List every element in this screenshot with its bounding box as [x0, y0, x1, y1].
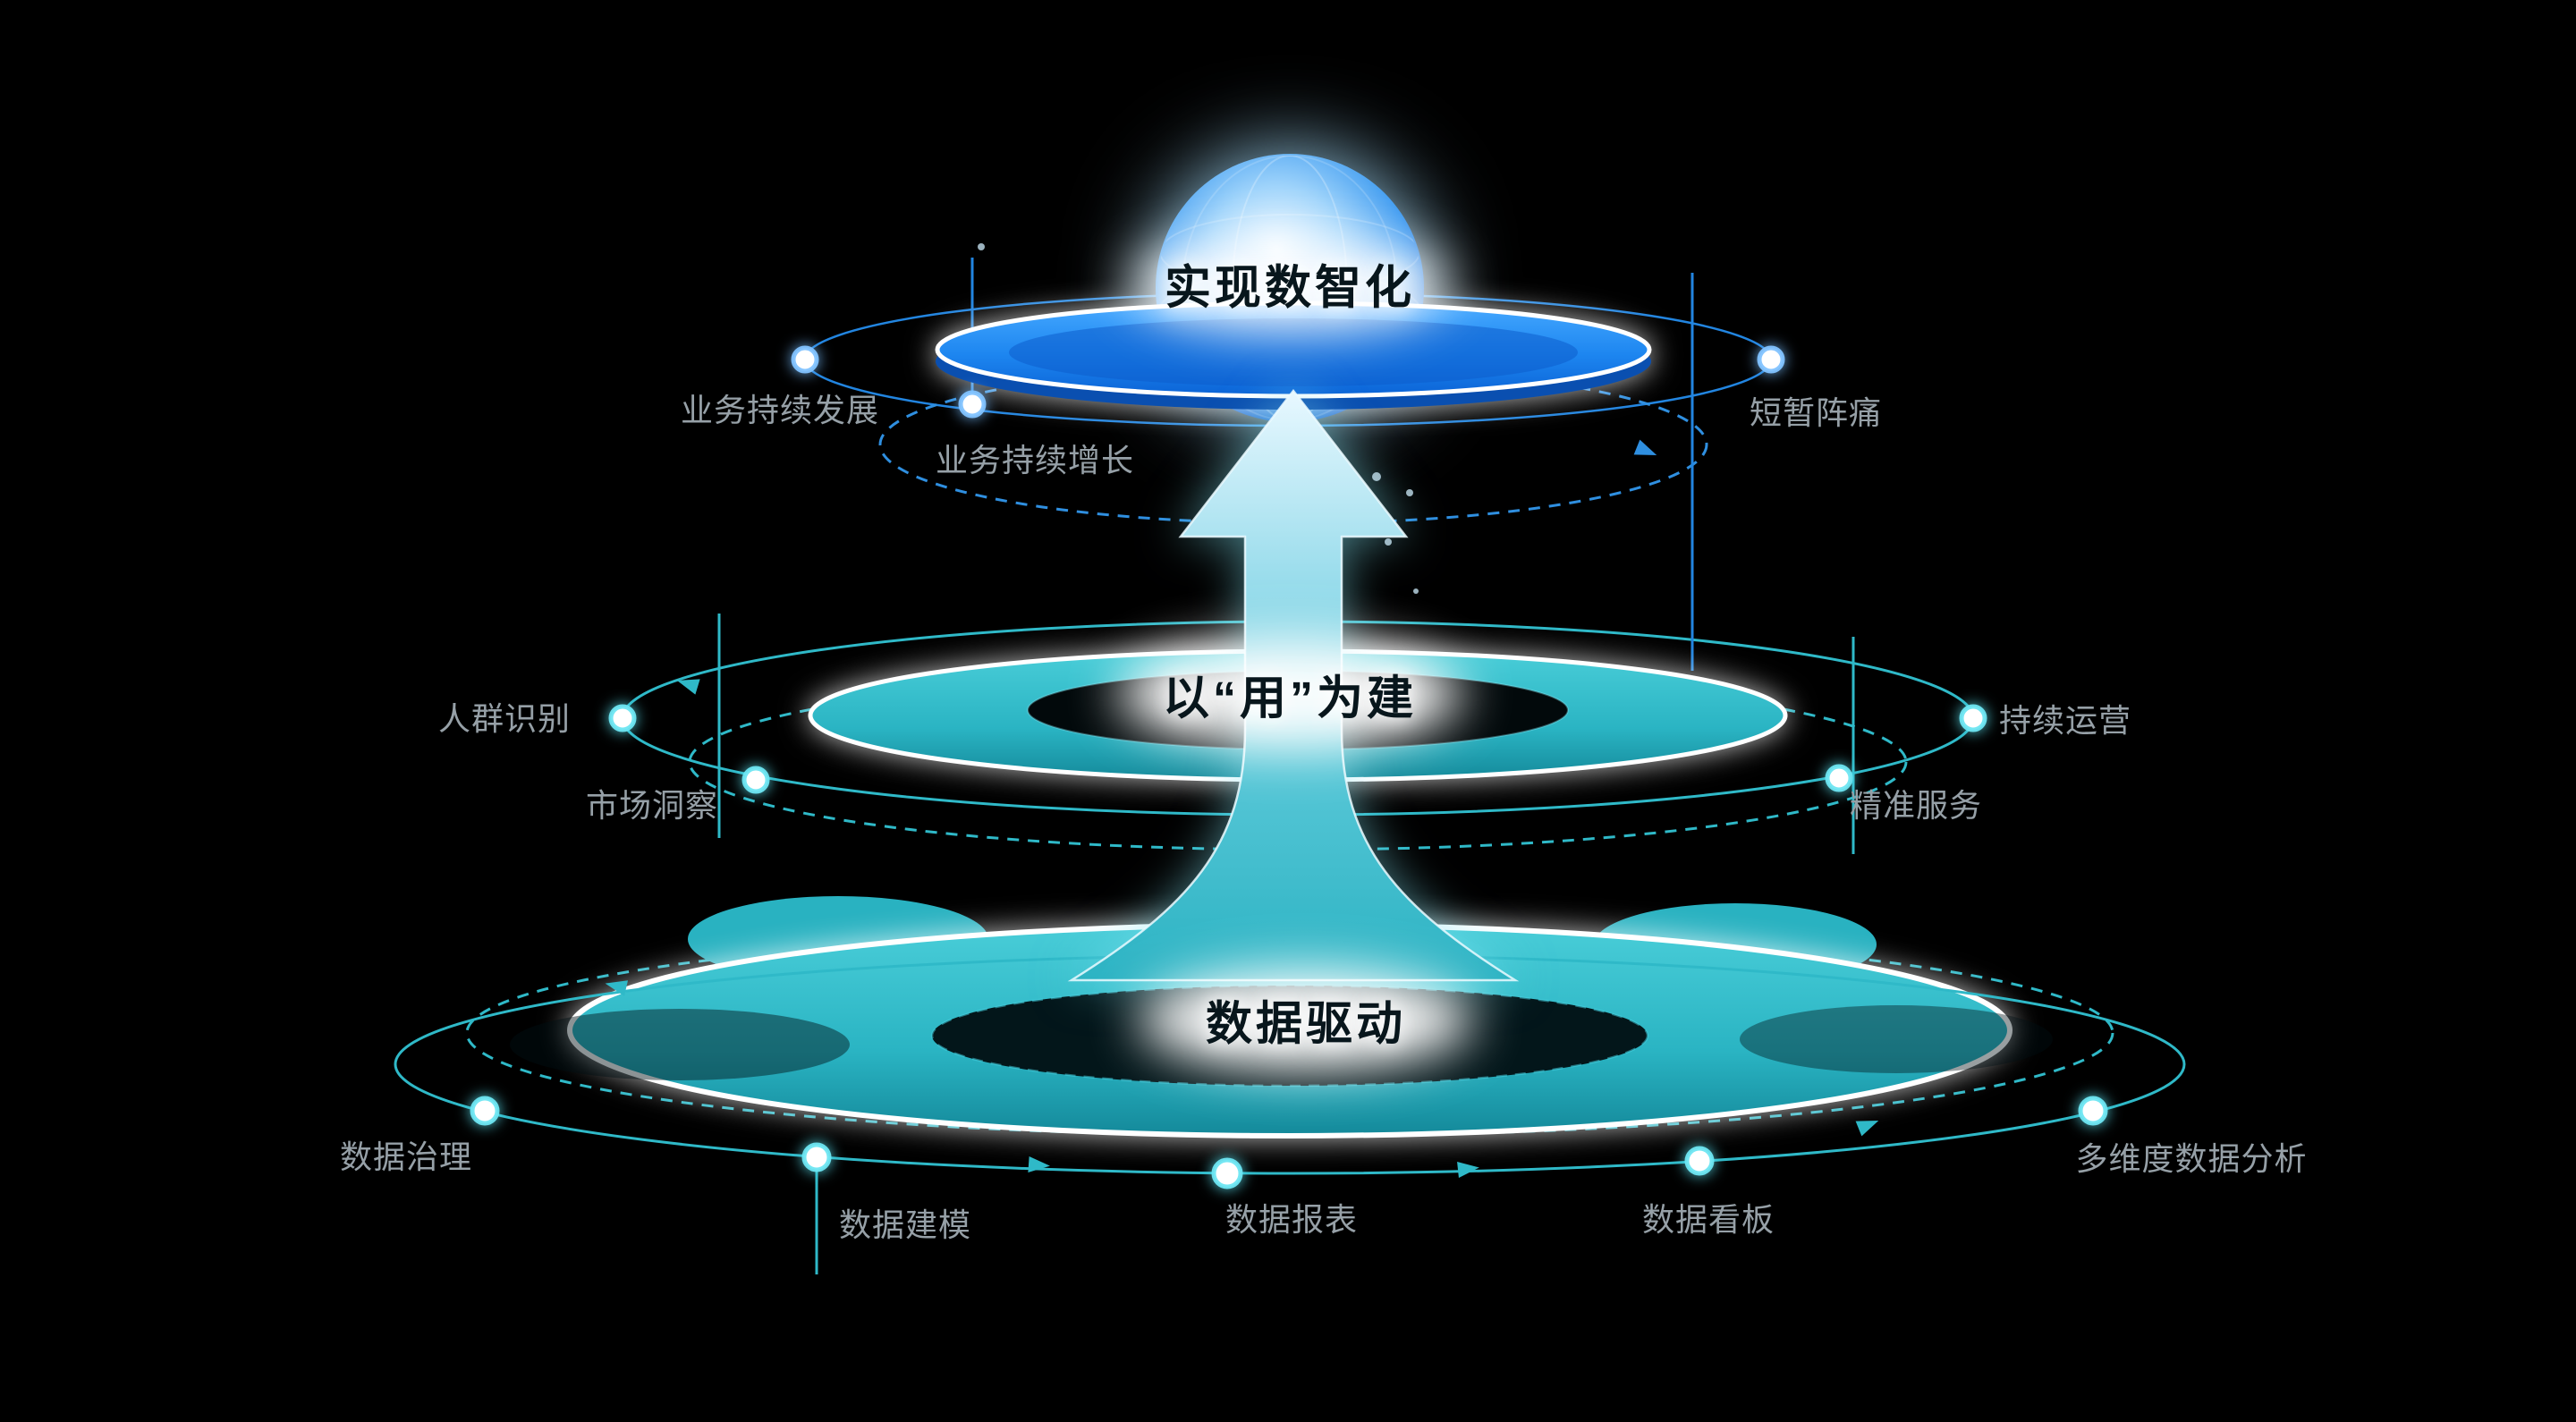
sparkle-dots — [978, 243, 1419, 594]
tier-label-bottom: 数据驱动 — [1205, 998, 1407, 1051]
connector-lines — [717, 258, 1855, 1409]
annotation-middle-right-upper: 持续运营 — [1998, 702, 2132, 739]
orbit-node — [1825, 764, 1853, 792]
annotation-bottom-far-right: 多维度数据分析 — [2075, 1140, 2308, 1177]
annotation-bottom-center: 数据报表 — [1224, 1201, 1359, 1238]
flow-arrow-icon — [605, 980, 629, 996]
orbit-node — [1757, 345, 1785, 374]
orbit-node — [791, 345, 819, 374]
orbit-node — [470, 1096, 500, 1126]
tier-label-top: 实现数智化 — [1164, 262, 1416, 315]
annotation-middle-left-upper: 人群识别 — [437, 700, 572, 737]
flow-arrow-icon — [1855, 1121, 1879, 1137]
annotation-middle-right-lower: 精准服务 — [1849, 787, 1983, 824]
glow-pill-bottom — [1138, 968, 1474, 1071]
orbit-arrowheads — [605, 439, 1879, 1178]
annotation-bottom-right: 数据看板 — [1641, 1201, 1775, 1238]
annotation-middle-left-lower: 市场洞察 — [585, 787, 719, 824]
flow-arrow-icon — [677, 679, 700, 695]
bottom-dashed-orbit-ring — [465, 928, 2114, 1138]
glow-pill-top — [1129, 234, 1451, 333]
orbit-node — [801, 1142, 832, 1172]
bottom-shadow-patch-left — [510, 1009, 850, 1080]
annotation-top-left-upper: 业务持续发展 — [680, 392, 880, 428]
orbit-node — [1684, 1146, 1715, 1176]
flow-arrow-icon — [1633, 439, 1657, 455]
flow-arrow-icon — [1028, 1156, 1050, 1172]
orbit-node — [1959, 704, 1987, 732]
glow-pill-middle — [1116, 639, 1463, 749]
orbit-node — [608, 704, 637, 732]
orbit-nodes — [470, 345, 2108, 1189]
annotation-bottom-left: 数据建模 — [838, 1206, 972, 1243]
orbit-node — [958, 390, 987, 419]
tier-label-middle: 以“用”为建 — [1162, 673, 1418, 725]
bottom-inner-dashed-rim — [930, 984, 1649, 1088]
annotation-top-left-lower: 业务持续增长 — [935, 442, 1135, 478]
orbit-node — [2078, 1096, 2108, 1126]
annotation-top-right: 短暂阵痛 — [1749, 394, 1883, 431]
top-platform-inner-band — [1009, 318, 1578, 386]
flow-arrow-icon — [1457, 1162, 1479, 1178]
orbit-node — [1211, 1157, 1243, 1189]
annotation-bottom-far-left: 数据治理 — [339, 1138, 473, 1175]
bottom-shadow-patch-right — [1740, 1005, 2053, 1073]
orbit-node — [741, 766, 770, 794]
